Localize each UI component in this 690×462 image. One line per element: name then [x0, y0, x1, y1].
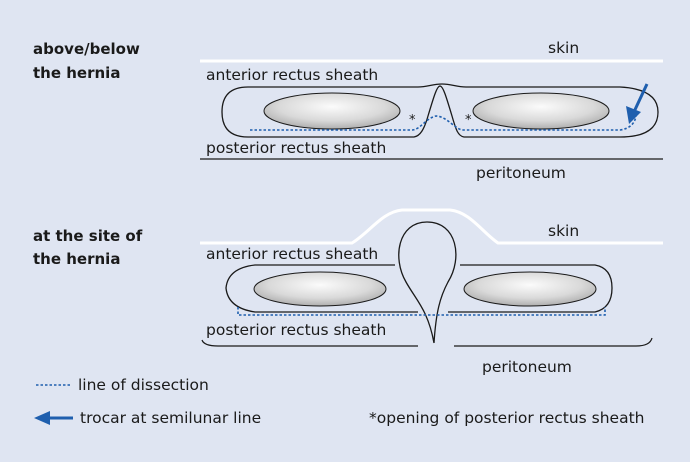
- posterior-sheath-label-bottom: posterior rectus sheath: [206, 321, 386, 339]
- skin-label-bottom: skin: [548, 222, 579, 240]
- posterior-sheath-right-lower: [454, 338, 652, 346]
- asterisk-right: *: [465, 113, 472, 128]
- legend-trocar-label: trocar at semilunar line: [80, 409, 261, 427]
- heading-top-line1: above/below: [33, 40, 140, 58]
- anterior-sheath-label-bottom: anterior rectus sheath: [206, 245, 378, 263]
- legend-trocar-arrow-head: [34, 411, 50, 425]
- skin-label-top: skin: [548, 39, 579, 57]
- hernia-sac: [399, 222, 456, 343]
- trocar-arrow-head: [626, 106, 641, 124]
- rectus-muscle-left-bottom: [254, 272, 386, 306]
- anterior-sheath-label-top: anterior rectus sheath: [206, 66, 378, 84]
- panel-above-below-hernia: above/below the hernia skin anterior rec…: [33, 39, 663, 182]
- legend-dissection-label: line of dissection: [78, 376, 209, 394]
- panel-at-site-of-hernia: at the site of the hernia skin anterior …: [33, 210, 663, 376]
- rectus-muscle-right-bottom: [464, 272, 596, 306]
- heading-bottom-line2: the hernia: [33, 250, 120, 268]
- posterior-sheath-left-lower: [202, 340, 418, 346]
- skin-line-bottom: [200, 210, 663, 243]
- posterior-sheath-label-top: posterior rectus sheath: [206, 139, 386, 157]
- heading-bottom-line1: at the site of: [33, 227, 143, 245]
- asterisk-left: *: [409, 113, 416, 128]
- legend-opening-label: *opening of posterior rectus sheath: [369, 409, 645, 427]
- rectus-muscle-right-top: [473, 93, 609, 129]
- rectus-muscle-left-top: [264, 93, 400, 129]
- legend: line of dissection trocar at semilunar l…: [34, 376, 645, 427]
- peritoneum-label-top: peritoneum: [476, 164, 566, 182]
- peritoneum-label-bottom: peritoneum: [482, 358, 572, 376]
- heading-top-line2: the hernia: [33, 64, 120, 82]
